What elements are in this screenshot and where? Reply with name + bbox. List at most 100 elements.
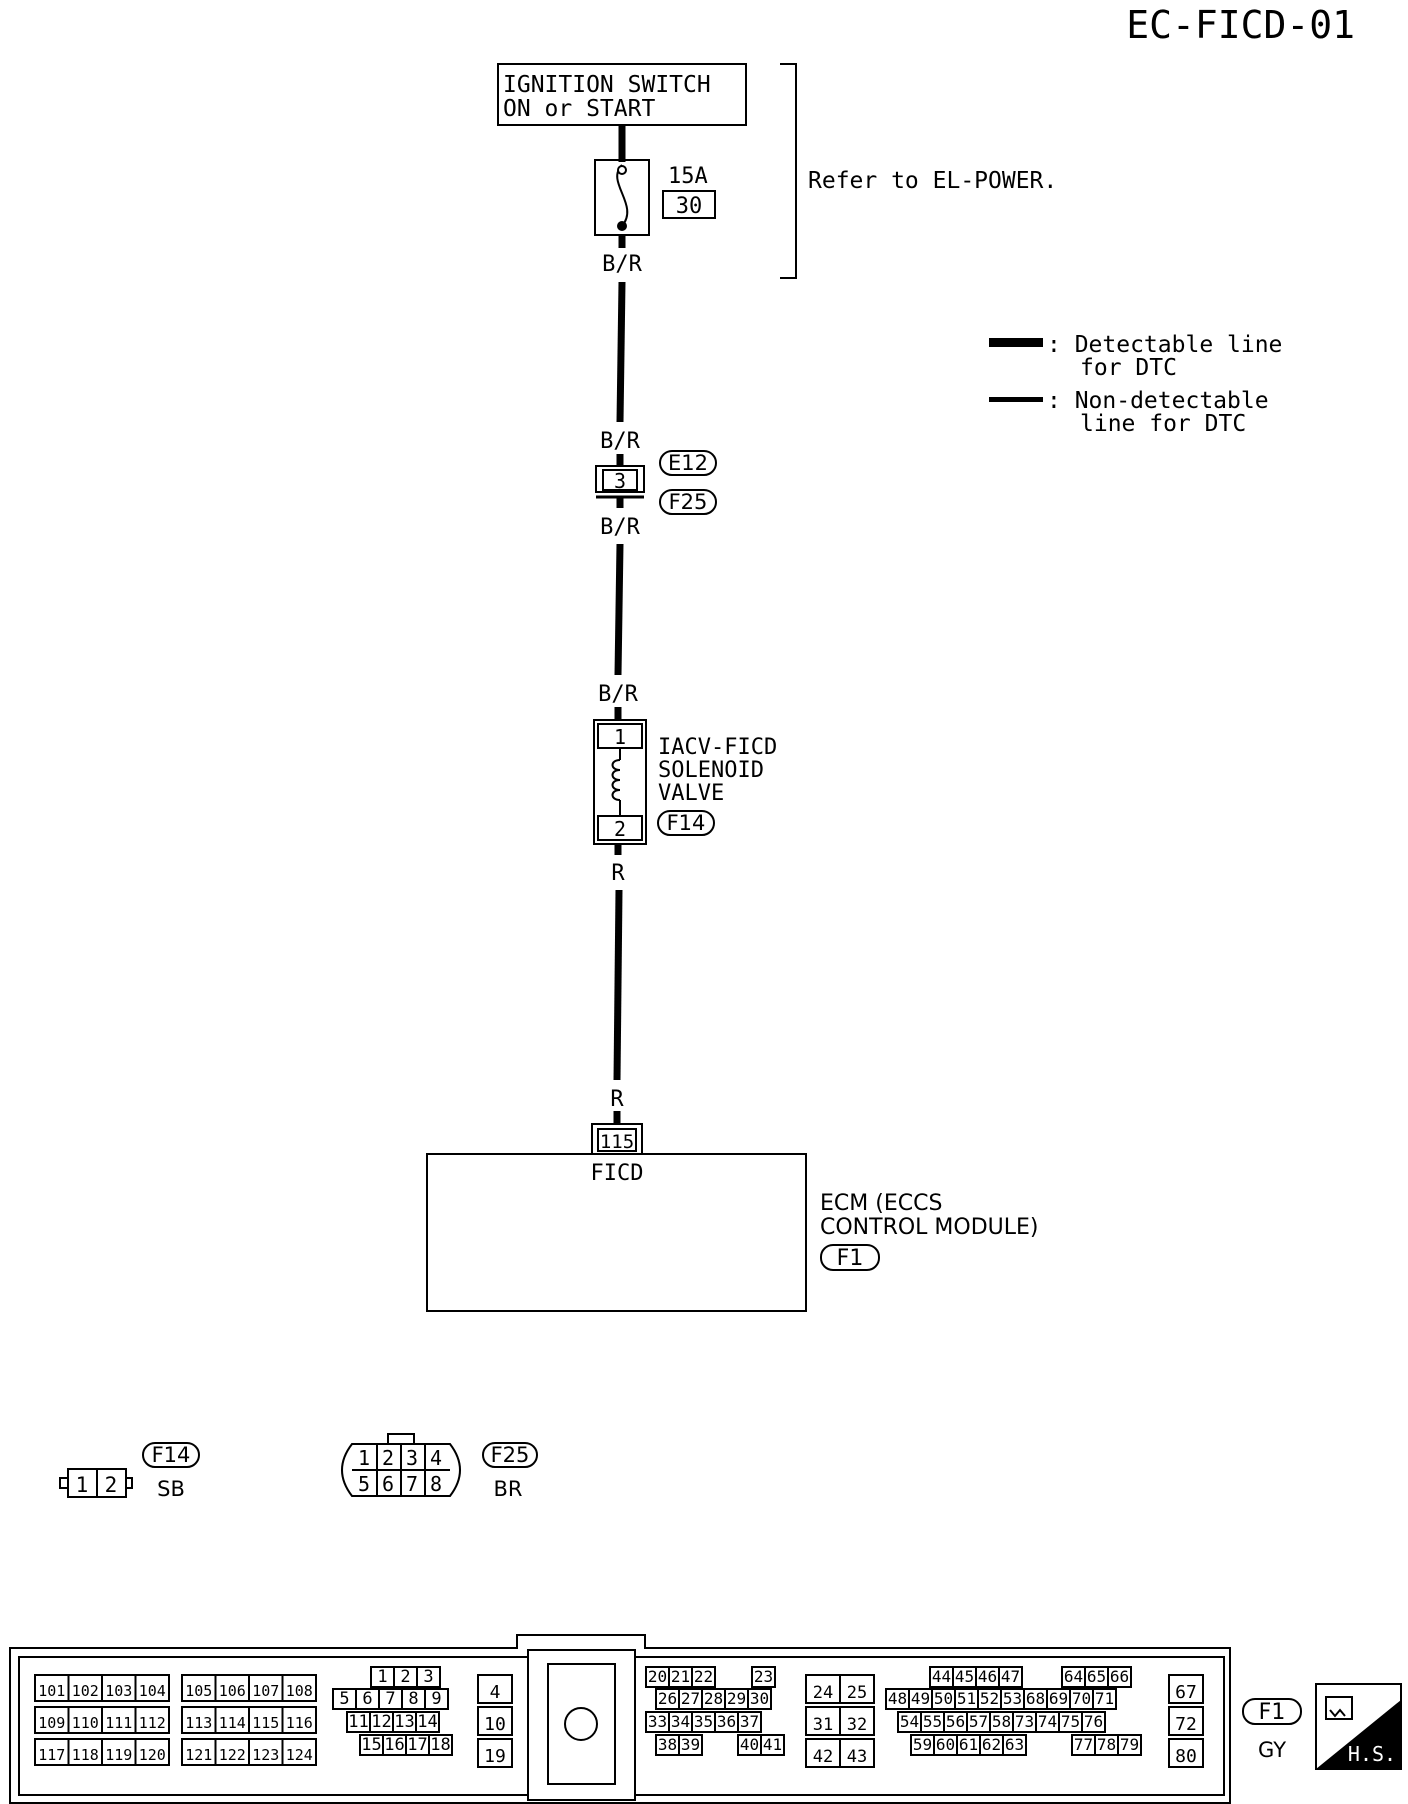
pin-number: 62 bbox=[982, 1735, 1001, 1754]
pin-number: 78 bbox=[1097, 1735, 1116, 1754]
pin-number: 67 bbox=[1175, 1682, 1197, 1703]
pin-number: 105 bbox=[185, 1682, 212, 1700]
refer-bracket bbox=[780, 63, 797, 279]
wire-fuse-joint bbox=[616, 281, 626, 423]
pin-number: 32 bbox=[847, 1715, 867, 1735]
pin-cell bbox=[839, 1674, 875, 1704]
pin-number: 51 bbox=[957, 1689, 976, 1708]
pin-number: 72 bbox=[1175, 1714, 1197, 1735]
joint-conn-bottom: F25 bbox=[669, 490, 708, 514]
pin-number: 63 bbox=[1005, 1735, 1024, 1754]
pin-number: 25 bbox=[847, 1683, 867, 1703]
pin-number: 106 bbox=[219, 1682, 246, 1700]
pin-number: 21 bbox=[671, 1667, 690, 1686]
pin-number: 56 bbox=[946, 1712, 965, 1731]
pin-number: 24 bbox=[813, 1683, 833, 1703]
f14-pin: 1 bbox=[76, 1473, 89, 1497]
pin-number: 112 bbox=[139, 1714, 166, 1732]
pin-number: 48 bbox=[888, 1689, 907, 1708]
pin-number: 34 bbox=[671, 1712, 690, 1731]
pin-number: 50 bbox=[934, 1689, 953, 1708]
pin-number: 54 bbox=[900, 1712, 919, 1731]
pin-number: 109 bbox=[38, 1714, 65, 1732]
pin-number: 31 bbox=[813, 1715, 833, 1735]
pin-number: 38 bbox=[658, 1735, 677, 1754]
pin-number: 1 bbox=[377, 1667, 387, 1687]
pin-number: 60 bbox=[936, 1735, 955, 1754]
connector-plug-icon bbox=[1325, 1696, 1353, 1720]
pin-number: 69 bbox=[1049, 1689, 1068, 1708]
connector-f14: 1 2 F14 SB bbox=[59, 1442, 200, 1501]
pin-number: 49 bbox=[911, 1689, 930, 1708]
wire-color-label-6: R bbox=[610, 1087, 624, 1112]
ecm-label-1: ECM (ECCS bbox=[820, 1191, 942, 1216]
pin-number: 66 bbox=[1110, 1667, 1129, 1686]
solenoid-label-3: VALVE bbox=[658, 781, 724, 806]
pin-cell bbox=[134, 1738, 170, 1766]
pin-cell bbox=[737, 1711, 762, 1733]
pin-number: 16 bbox=[384, 1735, 404, 1755]
pin-number: 114 bbox=[219, 1714, 246, 1732]
joint-pin: 3 bbox=[614, 469, 626, 493]
pin-number: 33 bbox=[648, 1712, 667, 1731]
pin-number: 119 bbox=[105, 1746, 132, 1764]
pin-number: 107 bbox=[252, 1682, 279, 1700]
pin-number: 19 bbox=[484, 1746, 506, 1767]
pin-number: 102 bbox=[72, 1682, 99, 1700]
pin-number: 30 bbox=[750, 1689, 769, 1708]
ignition-switch-label-1: IGNITION SWITCH bbox=[503, 72, 711, 98]
pin-number: 118 bbox=[72, 1746, 99, 1764]
pin-cell bbox=[428, 1734, 453, 1756]
pin-number: 17 bbox=[407, 1735, 427, 1755]
pin-number: 120 bbox=[139, 1746, 166, 1764]
pin-cell bbox=[1168, 1738, 1204, 1768]
ecm-label-2: CONTROL MODULE) bbox=[820, 1215, 1039, 1240]
pin-cell bbox=[281, 1674, 317, 1702]
wire-color-label-3: B/R bbox=[600, 515, 640, 540]
pin-cell bbox=[998, 1666, 1023, 1688]
f25-pin: 4 bbox=[430, 1446, 442, 1470]
coil-icon bbox=[611, 759, 621, 801]
pin-number: 6 bbox=[362, 1689, 372, 1709]
pin-cell bbox=[416, 1666, 441, 1688]
legend-thin-line bbox=[989, 397, 1043, 402]
pin-number: 61 bbox=[959, 1735, 978, 1754]
pin-cell bbox=[751, 1666, 776, 1688]
ignition-switch-label-2: ON or START bbox=[503, 96, 655, 122]
pin-number: 111 bbox=[105, 1714, 132, 1732]
legend-detectable-1: : Detectable line bbox=[1047, 332, 1282, 358]
legend-nondetectable-1: : Non-detectable bbox=[1047, 388, 1269, 414]
pin-cell bbox=[477, 1706, 513, 1736]
pin-number: 55 bbox=[923, 1712, 942, 1731]
pin-number: 57 bbox=[969, 1712, 988, 1731]
pin-number: 37 bbox=[740, 1712, 759, 1731]
f25-id: F25 bbox=[491, 1443, 530, 1467]
pin-number: 103 bbox=[105, 1682, 132, 1700]
pin-number: 14 bbox=[417, 1712, 437, 1732]
pin-number: 52 bbox=[980, 1689, 999, 1708]
pin-number: 76 bbox=[1084, 1712, 1103, 1731]
pin-number: 104 bbox=[139, 1682, 166, 1700]
pin-cell bbox=[839, 1738, 875, 1768]
pin-number: 79 bbox=[1120, 1735, 1139, 1754]
pin-number: 101 bbox=[38, 1682, 65, 1700]
f1-locator-icon bbox=[564, 1707, 598, 1741]
f25-pin: 5 bbox=[358, 1472, 370, 1496]
f14-id: F14 bbox=[152, 1443, 191, 1467]
f25-pin: 2 bbox=[382, 1446, 394, 1470]
pin-number: 12 bbox=[371, 1712, 391, 1732]
pin-number: 64 bbox=[1064, 1667, 1083, 1686]
pin-cell bbox=[1002, 1734, 1027, 1756]
f1-id: F1 bbox=[1259, 1700, 1286, 1725]
pin-number: 27 bbox=[681, 1689, 700, 1708]
pin-cell bbox=[1168, 1674, 1204, 1704]
pin-number: 65 bbox=[1087, 1667, 1106, 1686]
pin-number: 53 bbox=[1003, 1689, 1022, 1708]
pin-number: 3 bbox=[423, 1667, 433, 1687]
pin-number: 71 bbox=[1095, 1689, 1114, 1708]
pin-cell bbox=[1168, 1706, 1204, 1736]
legend-detectable-2: for DTC bbox=[1080, 355, 1177, 381]
